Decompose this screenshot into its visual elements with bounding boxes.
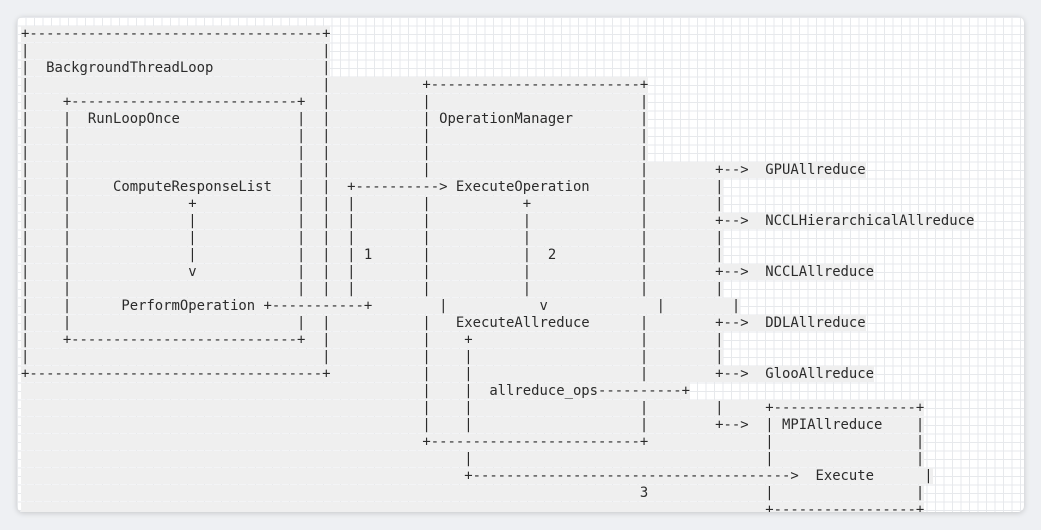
- diagram-line: | | | +--> | MPIAllreduce |: [21, 417, 925, 433]
- diagram-line: | | | | | ExecuteAllreduce | +--> DDLAll…: [21, 315, 866, 331]
- diagram-line: | | RunLoopOnce | | | OperationManager |: [21, 111, 649, 127]
- diagram-line: +-----------------+: [21, 502, 925, 512]
- diagram-line: +-----------------------------------+: [21, 26, 331, 42]
- diagram-line: | | v | | | | | | +--> NCCLAllreduce: [21, 264, 875, 280]
- diagram-line: 3 | |: [21, 485, 925, 501]
- diagram-line: | | | | | |: [21, 128, 649, 144]
- diagram-line: | | +-------------------------+: [21, 77, 649, 93]
- diagram-line: | | |: [21, 451, 925, 467]
- diagram-line: | | ComputeResponseList | | +---------->…: [21, 179, 724, 195]
- diagram-line: | | PerformOperation +-----------+ | v |…: [21, 298, 741, 314]
- ascii-diagram: +-----------------------------------+ | …: [21, 26, 975, 512]
- diagram-line: | | | | | | | | | |: [21, 230, 724, 246]
- diagram-line: | | + | | | | + | |: [21, 196, 724, 212]
- diagram-line: | |: [21, 43, 331, 59]
- diagram-line: | +---------------------------+ | | + | …: [21, 332, 724, 348]
- diagram-line: | | | | | | 1 | | 2 | |: [21, 247, 724, 263]
- diagram-line: | | | | | | | | | +--> NCCLHierarchicalA…: [21, 213, 975, 229]
- diagram-line: | | | | | |: [21, 349, 724, 365]
- diagram-line: | BackgroundThreadLoop |: [21, 60, 331, 76]
- diagram-line: | | | | | | | | |: [21, 281, 724, 297]
- diagram-line: | | | | | |: [21, 145, 649, 161]
- diagram-line: | | | | +-----------------+: [21, 400, 925, 416]
- diagram-line: +-----------------------------------+ | …: [21, 366, 875, 382]
- diagram-line: +-------------------------------------->…: [21, 468, 933, 484]
- diagram-line: +-------------------------+ | |: [21, 434, 925, 450]
- diagram-canvas: +-----------------------------------+ | …: [17, 17, 1024, 512]
- diagram-line: | | | | | | +--> GPUAllreduce: [21, 162, 866, 178]
- diagram-line: | | allreduce_ops----------+: [21, 383, 691, 399]
- diagram-line: | +---------------------------+ | | |: [21, 94, 649, 110]
